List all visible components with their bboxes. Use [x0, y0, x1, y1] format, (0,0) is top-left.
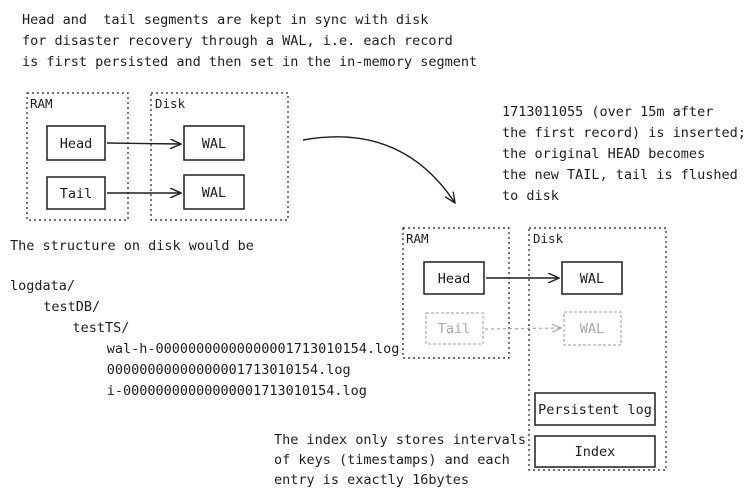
right-note-line-4: the new TAIL, tail is flushed — [502, 167, 738, 183]
right-note-line-1: 1713011055 (over 15m after — [502, 104, 713, 120]
top-note-line-1: Head and tail segments are kept in sync … — [22, 12, 428, 28]
tree-line-segment-file: 00000000000000001713010154.log — [58, 362, 351, 378]
right-tail-label: Tail — [438, 321, 471, 337]
transition-arrow — [302, 136, 455, 203]
tree-line-testdb: testDB/ — [27, 299, 100, 315]
index-note-line-3: entry is exactly 16bytes — [274, 472, 469, 488]
left-ram-label: RAM — [30, 96, 53, 111]
left-wal-box-1 — [183, 125, 245, 161]
right-note: 1713011055 (over 15m after the first rec… — [502, 104, 744, 204]
left-head-box — [46, 125, 106, 161]
directory-tree: logdata/ testDB/ testTS/ wal-h-000000000… — [10, 278, 399, 399]
left-disk-container — [150, 92, 289, 221]
index-box — [534, 435, 656, 468]
right-tail-box — [425, 312, 484, 345]
top-note-line-3: is first persisted and then set in the i… — [22, 54, 477, 70]
tree-line-index-file: i-00000000000000001713010154.log — [58, 383, 367, 399]
structure-heading: The structure on disk would be — [10, 238, 254, 254]
right-note-line-3: the original HEAD becomes — [502, 146, 705, 162]
tree-line-testts: testTS/ — [40, 320, 129, 336]
left-head-to-wal-arrow — [106, 143, 181, 144]
top-note: Head and tail segments are kept in sync … — [22, 12, 477, 70]
left-wal-box-2 — [183, 174, 245, 210]
right-tail-to-wal-arrow — [484, 328, 561, 329]
tree-line-logdata: logdata/ — [10, 278, 75, 294]
left-head-label: Head — [60, 136, 93, 152]
right-head-label: Head — [438, 271, 471, 287]
left-ram-container — [26, 92, 129, 221]
tree-line-wal-file: wal-h-00000000000000001713010154.log — [58, 341, 399, 357]
left-diagram: RAM Disk Head Tail WAL WAL — [26, 92, 289, 221]
left-disk-label: Disk — [155, 96, 186, 111]
right-wal-label-1: WAL — [580, 271, 604, 287]
index-label: Index — [575, 444, 616, 460]
persistent-log-box — [534, 392, 656, 426]
right-wal-box-1 — [561, 261, 623, 295]
right-wal-label-2: WAL — [580, 321, 604, 337]
right-head-box — [423, 261, 485, 295]
right-note-line-5: to disk — [502, 188, 559, 204]
index-note-line-1: The index only stores intervals — [274, 432, 526, 448]
top-note-line-2: for disaster recovery through a WAL, i.e… — [22, 33, 453, 49]
right-disk-label: Disk — [533, 231, 564, 246]
left-wal-label-2: WAL — [202, 185, 226, 201]
right-ram-container — [402, 227, 510, 359]
persistent-log-label: Persistent log — [538, 402, 652, 418]
index-note-line-2: of keys (timestamps) and each — [274, 452, 510, 468]
left-wal-label-1: WAL — [202, 136, 226, 152]
right-ram-label: RAM — [406, 231, 429, 246]
right-wal-box-2 — [563, 311, 622, 346]
right-diagram: RAM Disk Head Tail WAL WAL Persistent lo… — [402, 227, 667, 471]
left-tail-box — [46, 176, 106, 210]
index-note: The index only stores intervals of keys … — [274, 432, 526, 488]
right-disk-container — [528, 227, 667, 471]
left-tail-label: Tail — [60, 186, 93, 202]
right-note-line-2: the first record) is inserted; — [502, 125, 744, 141]
